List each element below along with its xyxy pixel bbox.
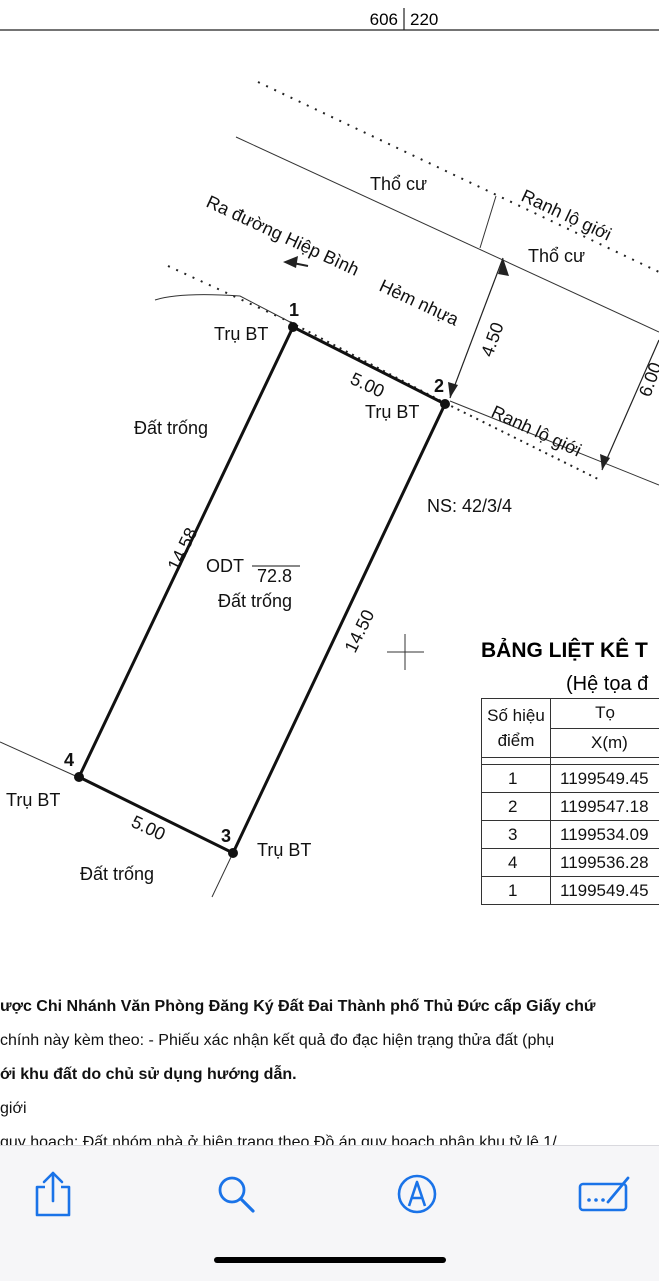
document-page: 606 220 Thổ cư Th [0,0,659,1145]
form-fill-button[interactable] [574,1164,634,1224]
label-ranh-lo-gioi: Ranh lộ giới [518,185,614,244]
point-marker: Trụ BT [6,790,60,810]
col-header-coord: Tọ [551,699,659,729]
note-line: quy hoạch: Đất nhóm nhà ở hiện trạng the… [0,1126,659,1145]
corner-point-1 [288,322,298,332]
coord-table-title: BẢNG LIỆT KÊ T [481,638,648,662]
search-button[interactable] [206,1164,266,1224]
label-empty-land: Đất trống [218,591,292,611]
point-marker: Trụ BT [257,840,311,860]
document-notes: ược Chi Nhánh Văn Phòng Đăng Ký Đất Đai … [0,990,659,1145]
point-marker: Trụ BT [214,324,268,344]
point-number: 3 [221,826,231,846]
search-icon [214,1172,258,1216]
label-empty-land: Đất trống [134,418,208,438]
point-number: 1 [289,300,299,320]
parcel-number: 220 [410,10,438,29]
dim-back: 5.00 [128,811,168,844]
home-indicator [214,1257,446,1263]
point-marker: Trụ BT [365,402,419,422]
share-button[interactable] [23,1164,83,1224]
note-line: ược Chi Nhánh Văn Phòng Đăng Ký Đất Đai … [0,990,659,1024]
corner-point-2 [440,399,450,409]
corner-point-4 [74,772,84,782]
coord-table-subtitle: (Hệ tọa đ [566,673,649,695]
dim-left: 14.58 [164,524,202,573]
map-sheet-number: 606 [370,10,398,29]
point-number: 2 [434,376,444,396]
label-ns: NS: 42/3/4 [427,496,512,516]
note-line: ới khu đất do chủ sử dụng hướng dẫn. [0,1058,659,1092]
label-empty-land: Đất trống [80,864,154,884]
label-road-name: Ra đường Hiệp Bình [203,191,362,279]
point-number: 4 [64,750,74,770]
col-header-x: X(m) [551,728,659,758]
dim-road-width: 6.00 [635,360,659,400]
note-line: giới [0,1092,659,1126]
corner-point-3 [228,848,238,858]
label-tho-cu: Thổ cư [528,246,585,266]
dim-road-width: 4.50 [477,320,508,360]
label-area: 72.8 [257,566,292,586]
label-tho-cu: Thổ cư [370,174,427,194]
markup-button[interactable] [387,1164,447,1224]
label-land-type: ODT [206,556,244,576]
markup-pen-icon [395,1172,439,1216]
label-alley: Hẻm nhựa [376,275,462,330]
note-line: chính này kèm theo: - Phiếu xác nhận kết… [0,1024,659,1058]
signature-form-icon [576,1172,632,1216]
share-icon [31,1169,75,1219]
